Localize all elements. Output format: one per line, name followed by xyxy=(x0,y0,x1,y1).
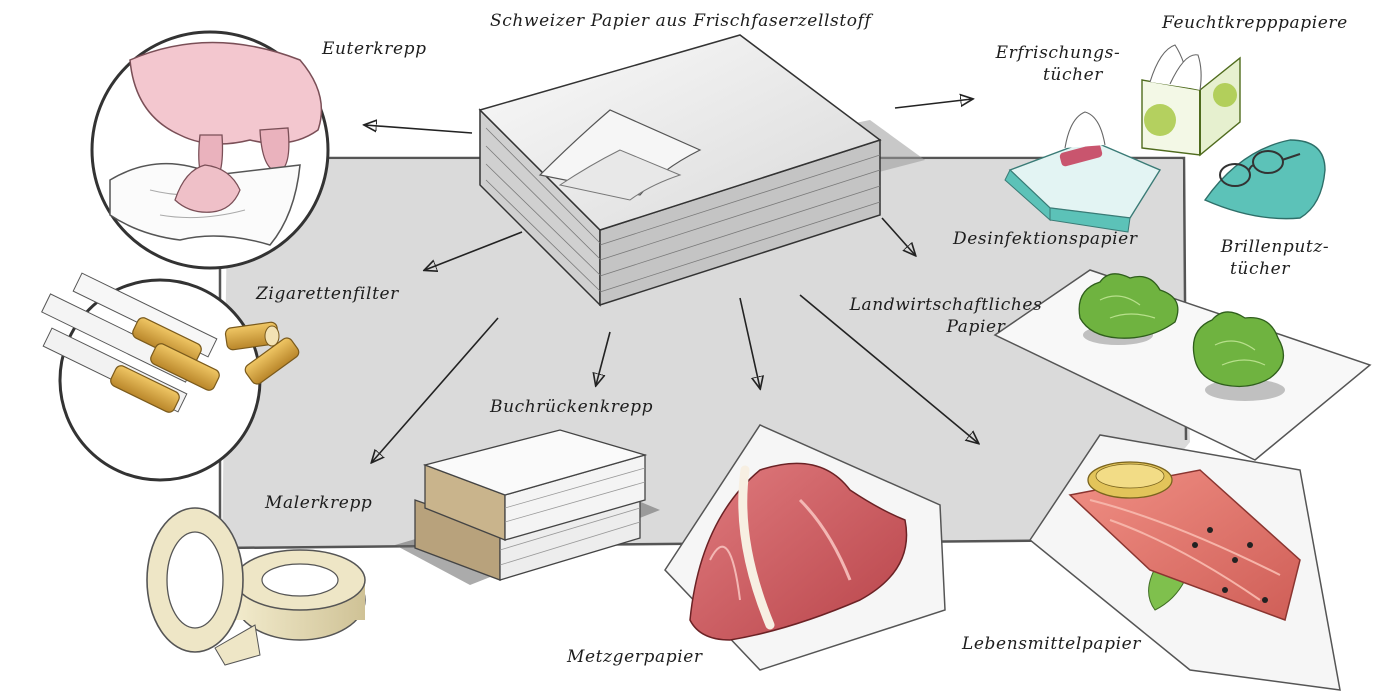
label-erfrischungstuecher: Erfrischungs- tücher xyxy=(983,42,1133,86)
feuchtkrepp-illustration xyxy=(1141,44,1241,157)
brillenputztuecher-illustration xyxy=(1203,139,1326,220)
arrow-to-hygiene-tuecher xyxy=(894,99,972,109)
arrow-to-buchrueckenkrepp xyxy=(596,331,611,385)
label-erfrischungs-line1: Erfrischungs- xyxy=(995,43,1121,63)
arrow-to-metzgerpapier xyxy=(739,297,760,388)
diagram-title: Schweizer Papier aus Frischfaserzellstof… xyxy=(490,11,872,31)
label-lebensmittelpapier: Lebensmittelpapier xyxy=(962,634,1142,654)
paper-stack-illustration xyxy=(478,34,925,307)
desinfektionspapier-illustration xyxy=(1004,111,1162,233)
metzgerpapier-illustration xyxy=(664,424,946,671)
label-buchrueckenkrepp: Buchrückenkrepp xyxy=(490,397,654,417)
arrows xyxy=(365,99,978,462)
euterkrepp-illustration xyxy=(90,30,330,270)
label-desinfektionspapier: Desinfektionspapier xyxy=(953,229,1138,249)
label-zigarettenfilter: Zigarettenfilter xyxy=(256,284,399,304)
label-erfrischungs-line2: tücher xyxy=(1042,65,1104,86)
arrow-to-zigarettenfilter xyxy=(425,231,523,270)
label-euterkrepp: Euterkrepp xyxy=(322,39,427,59)
zigarettenfilter-illustration xyxy=(41,272,300,482)
arrow-to-desinfektionspapier xyxy=(881,217,915,255)
label-malerkrepp: Malerkrepp xyxy=(265,493,373,513)
label-metzgerpapier: Metzgerpapier xyxy=(567,647,703,667)
arrow-to-malerkrepp xyxy=(372,317,499,462)
label-brillenputztuecher: Brillenputz- tücher xyxy=(1210,236,1340,280)
landwirtschaftliches-papier-illustration xyxy=(993,269,1372,461)
label-landwirtschaftliches-line1: Landwirtschaftliches xyxy=(849,295,1043,315)
lebensmittelpapier-illustration xyxy=(1028,434,1341,691)
arrow-to-lebensmittelpapier xyxy=(799,294,978,443)
label-landwirtschaftliches-papier: Landwirtschaftliches Papier xyxy=(836,294,1056,338)
malerkrepp-illustration xyxy=(146,507,366,666)
buchrueckenkrepp-illustration xyxy=(395,429,660,585)
label-feuchtkrepppapiere: Feuchtkrepppapiere xyxy=(1162,13,1348,33)
label-landwirtschaftliches-line2: Papier xyxy=(946,317,1006,338)
label-brillen-line1: Brillenputz- xyxy=(1220,237,1330,257)
label-brillen-line2: tücher xyxy=(1229,259,1291,280)
arrow-to-euterkrepp xyxy=(365,125,473,134)
